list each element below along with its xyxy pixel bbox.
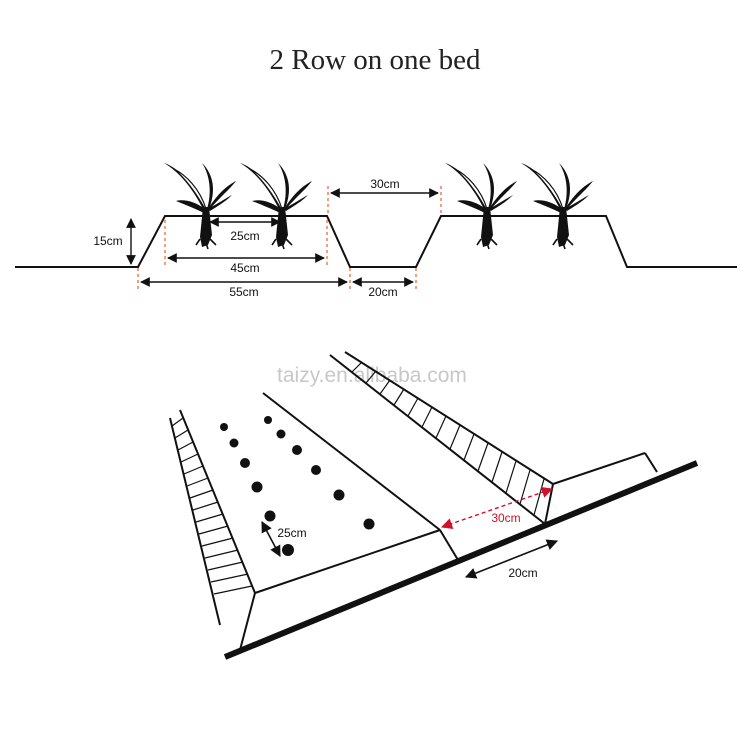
plant-icon xyxy=(444,162,518,250)
bed-height-label: 15cm xyxy=(93,234,122,248)
plant-spacing-label: 25cm xyxy=(230,229,259,243)
seed-dot-icon xyxy=(229,438,239,448)
seed-dot-icon xyxy=(333,489,345,501)
cross-section: 15cm 25cm 45cm 55cm 30cm 20cm xyxy=(15,162,737,299)
furrow-bottom-width-label: 20cm xyxy=(368,285,397,299)
seed-dot-icon xyxy=(363,518,375,530)
seed-dot-icon xyxy=(311,465,321,475)
ground-line xyxy=(223,460,699,660)
perspective-furrow-top-label: 30cm xyxy=(491,511,520,525)
row-spacing-label: 25cm xyxy=(277,526,306,540)
seed-dot-icon xyxy=(240,458,250,468)
seed-dot-icon xyxy=(220,423,228,431)
perspective-view xyxy=(169,351,699,660)
bed-base-width-label: 55cm xyxy=(229,285,258,299)
seed-dot-icon xyxy=(251,481,263,493)
plant-icon xyxy=(163,162,237,250)
page-title: 2 Row on one bed xyxy=(269,44,481,76)
bed-top-width-label: 45cm xyxy=(230,261,259,275)
seed-dot-icon xyxy=(264,510,276,522)
arrow-icon xyxy=(464,539,559,579)
seed-dot-icon xyxy=(292,445,302,455)
arrow-icon xyxy=(261,521,281,557)
furrow-top-width-label: 30cm xyxy=(370,177,399,191)
perspective-furrow-bottom-label: 20cm xyxy=(508,566,537,580)
left-slope-hatch xyxy=(171,417,253,595)
seed-dots xyxy=(220,416,375,556)
seed-dot-icon xyxy=(282,544,294,556)
seed-dot-icon xyxy=(264,416,272,424)
soil-profile xyxy=(15,215,737,268)
seed-dot-icon xyxy=(276,429,286,439)
arrow-icon xyxy=(440,486,554,530)
plant-icon xyxy=(520,162,594,250)
